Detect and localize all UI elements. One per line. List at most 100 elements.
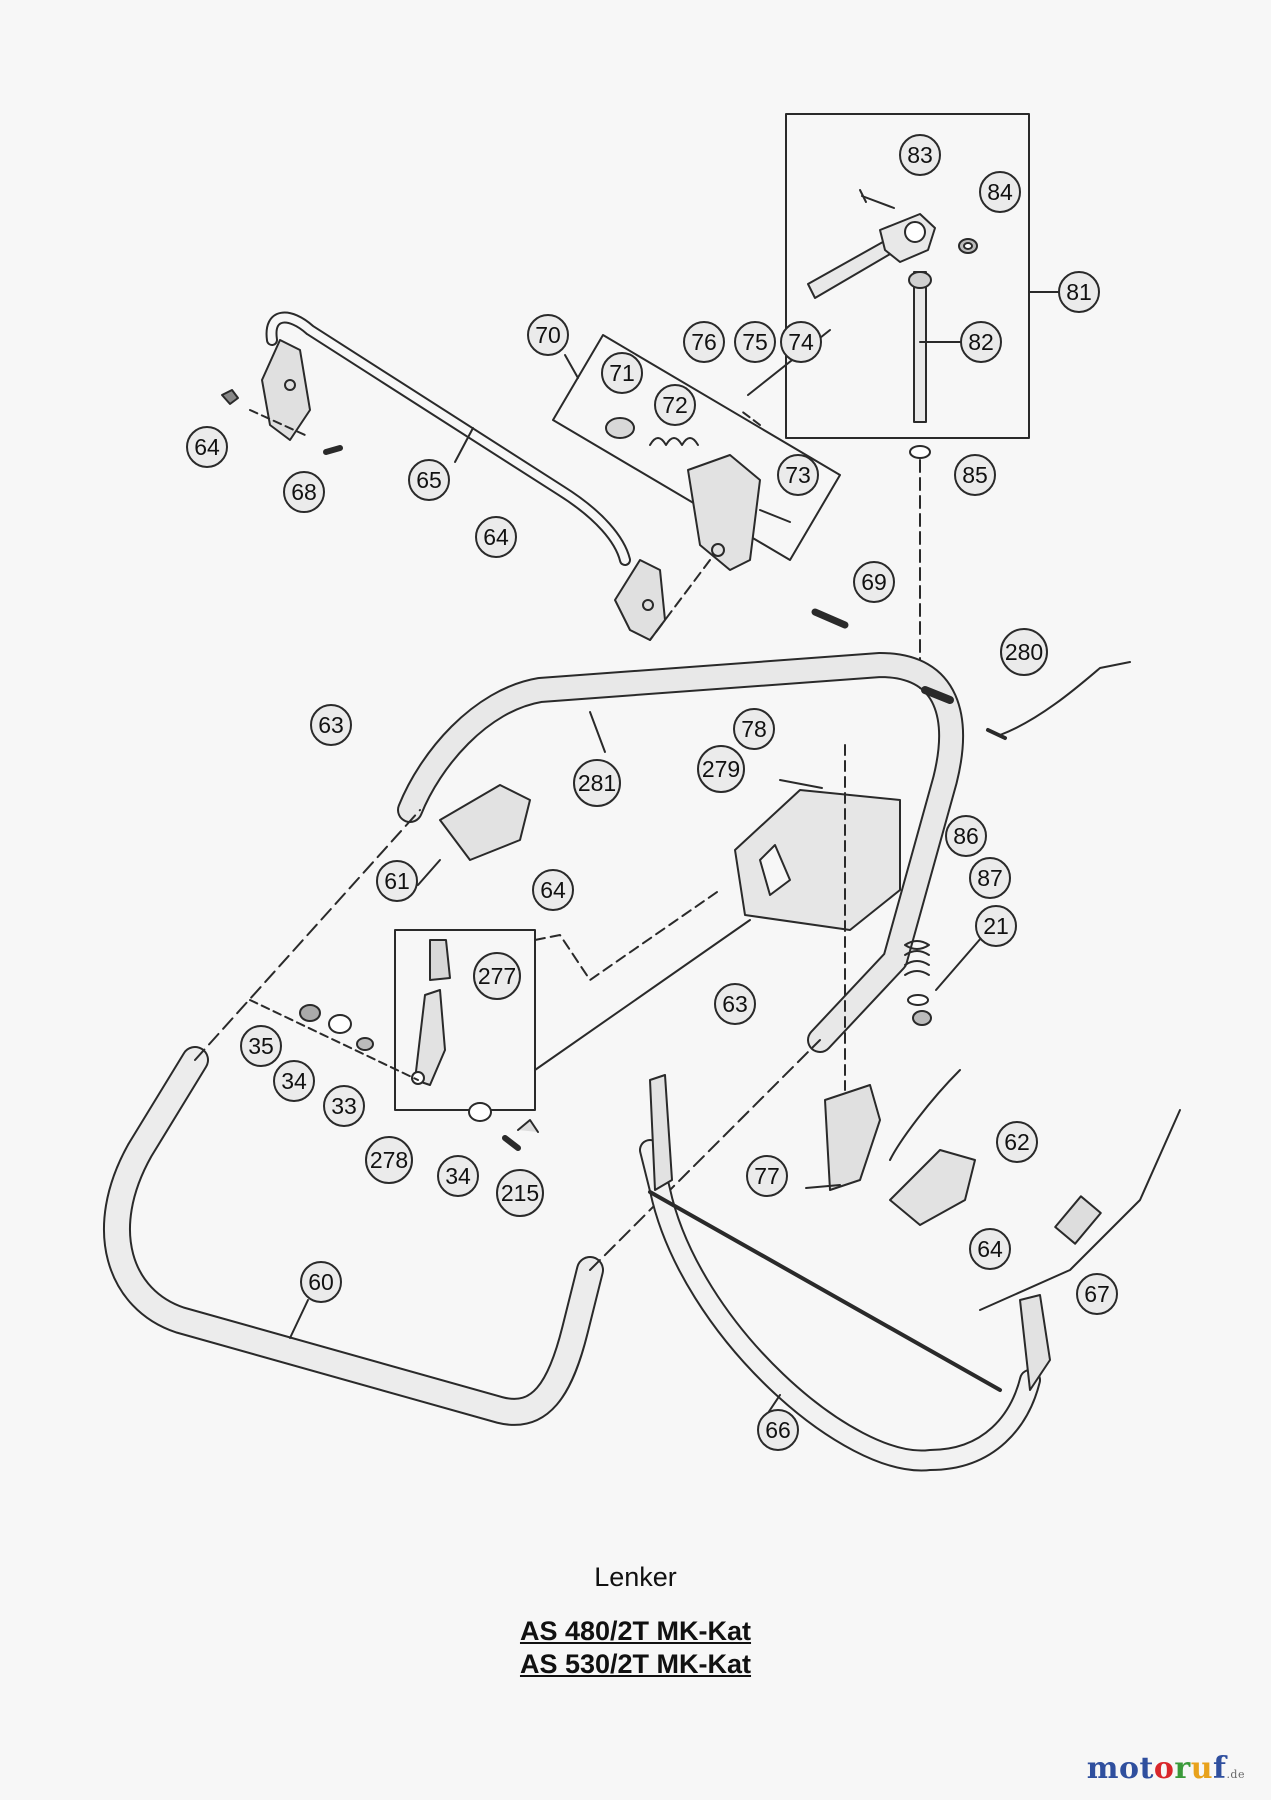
callout-circle [323, 1085, 365, 1127]
callout-64: 64 [186, 426, 228, 468]
callout-label: 76 [691, 329, 717, 355]
callout-label: 60 [308, 1269, 334, 1295]
callout-34: 34 [273, 1060, 315, 1102]
callout-circle [300, 1261, 342, 1303]
callout-label: 63 [318, 712, 344, 738]
logo-letter: r [1174, 1751, 1191, 1786]
logo-tld: .de [1226, 1768, 1245, 1781]
callout-64: 64 [475, 516, 517, 558]
callout-label: 68 [291, 479, 317, 505]
callout-label: 82 [968, 329, 994, 355]
upper-handle-65 [261, 311, 666, 641]
callout-67: 67 [1076, 1273, 1118, 1315]
logo-letter: f [1213, 1751, 1227, 1786]
callout-circle [654, 384, 696, 426]
callout-83: 83 [899, 134, 941, 176]
callout-circle [954, 454, 996, 496]
callout-66: 66 [757, 1409, 799, 1451]
callout-circle [979, 171, 1021, 213]
callout-71: 71 [601, 352, 643, 394]
callout-circle [573, 759, 621, 807]
callout-label: 279 [702, 756, 740, 782]
callout-280: 280 [1000, 628, 1048, 676]
callout-label: 35 [248, 1033, 274, 1059]
callout-label: 71 [609, 360, 635, 386]
callout-circle [777, 454, 819, 496]
callout-75: 75 [734, 321, 776, 363]
callout-circle [969, 1228, 1011, 1270]
callout-label: 61 [384, 868, 410, 894]
callout-60: 60 [300, 1261, 342, 1303]
callout-circle [365, 1136, 413, 1184]
callout-circle [473, 952, 521, 1000]
callout-label: 34 [445, 1163, 471, 1189]
callout-72: 72 [654, 384, 696, 426]
callout-281: 281 [573, 759, 621, 807]
callout-circle [757, 1409, 799, 1451]
logo-letter: m [1086, 1751, 1120, 1786]
callout-label: 69 [861, 569, 887, 595]
callout-circle [746, 1155, 788, 1197]
callout-33: 33 [323, 1085, 365, 1127]
caption-model-1: AS 480/2T MK-Kat [519, 1616, 752, 1646]
callout-label: 278 [370, 1147, 408, 1173]
callout-circle [376, 860, 418, 902]
callout-circle [697, 745, 745, 793]
callout-label: 63 [722, 991, 748, 1017]
diagram-caption: Lenker AS 480/2T MK-Kat AS 530/2T MK-Kat [0, 1562, 1271, 1681]
callout-circle [240, 1025, 282, 1067]
callout-label: 64 [483, 524, 509, 550]
callout-label: 66 [765, 1417, 791, 1443]
logo-letter: o [1153, 1751, 1175, 1786]
callout-277: 277 [473, 952, 521, 1000]
callout-label: 75 [742, 329, 768, 355]
callout-63: 63 [714, 983, 756, 1025]
callout-label: 281 [578, 770, 616, 796]
callout-label: 64 [194, 434, 220, 460]
callout-label: 85 [962, 462, 988, 488]
callout-70: 70 [527, 314, 569, 356]
callout-circle [475, 516, 517, 558]
callout-34: 34 [437, 1155, 479, 1197]
motoruf-logo: motoruf.de [1087, 1751, 1245, 1786]
callout-77: 77 [746, 1155, 788, 1197]
callout-circle [960, 321, 1002, 363]
callout-85: 85 [954, 454, 996, 496]
callout-circle [683, 321, 725, 363]
callout-circle [975, 905, 1017, 947]
callout-circle [733, 708, 775, 750]
callout-label: 21 [983, 913, 1009, 939]
speed-lever [807, 189, 978, 691]
callout-circle [283, 471, 325, 513]
callout-61: 61 [376, 860, 418, 902]
callout-circle [437, 1155, 479, 1197]
callout-215: 215 [496, 1169, 544, 1217]
callout-circle [1000, 628, 1048, 676]
callout-circle [969, 857, 1011, 899]
logo-letter: o [1119, 1751, 1140, 1786]
callout-label: 280 [1005, 639, 1043, 665]
callout-21: 21 [975, 905, 1017, 947]
callout-circle [1058, 271, 1100, 313]
caption-model-2: AS 530/2T MK-Kat [519, 1649, 752, 1679]
main-handle-281 [397, 652, 964, 1053]
callout-73: 73 [777, 454, 819, 496]
lower-handle-60 [103, 1046, 604, 1426]
callout-label: 84 [987, 179, 1013, 205]
callout-64: 64 [969, 1228, 1011, 1270]
callout-label: 72 [662, 392, 688, 418]
handlebar-exploded-diagram: 8384818285707675747172736468656469280632… [103, 113, 1181, 1472]
callout-81: 81 [1058, 271, 1100, 313]
callout-circle [734, 321, 776, 363]
callout-label: 62 [1004, 1129, 1030, 1155]
callout-74: 74 [780, 321, 822, 363]
callout-label: 73 [785, 462, 811, 488]
callout-circle [532, 869, 574, 911]
callout-64: 64 [532, 869, 574, 911]
callout-label: 86 [953, 823, 979, 849]
callout-label: 78 [741, 716, 767, 742]
callout-86: 86 [945, 815, 987, 857]
callout-label: 70 [535, 322, 561, 348]
